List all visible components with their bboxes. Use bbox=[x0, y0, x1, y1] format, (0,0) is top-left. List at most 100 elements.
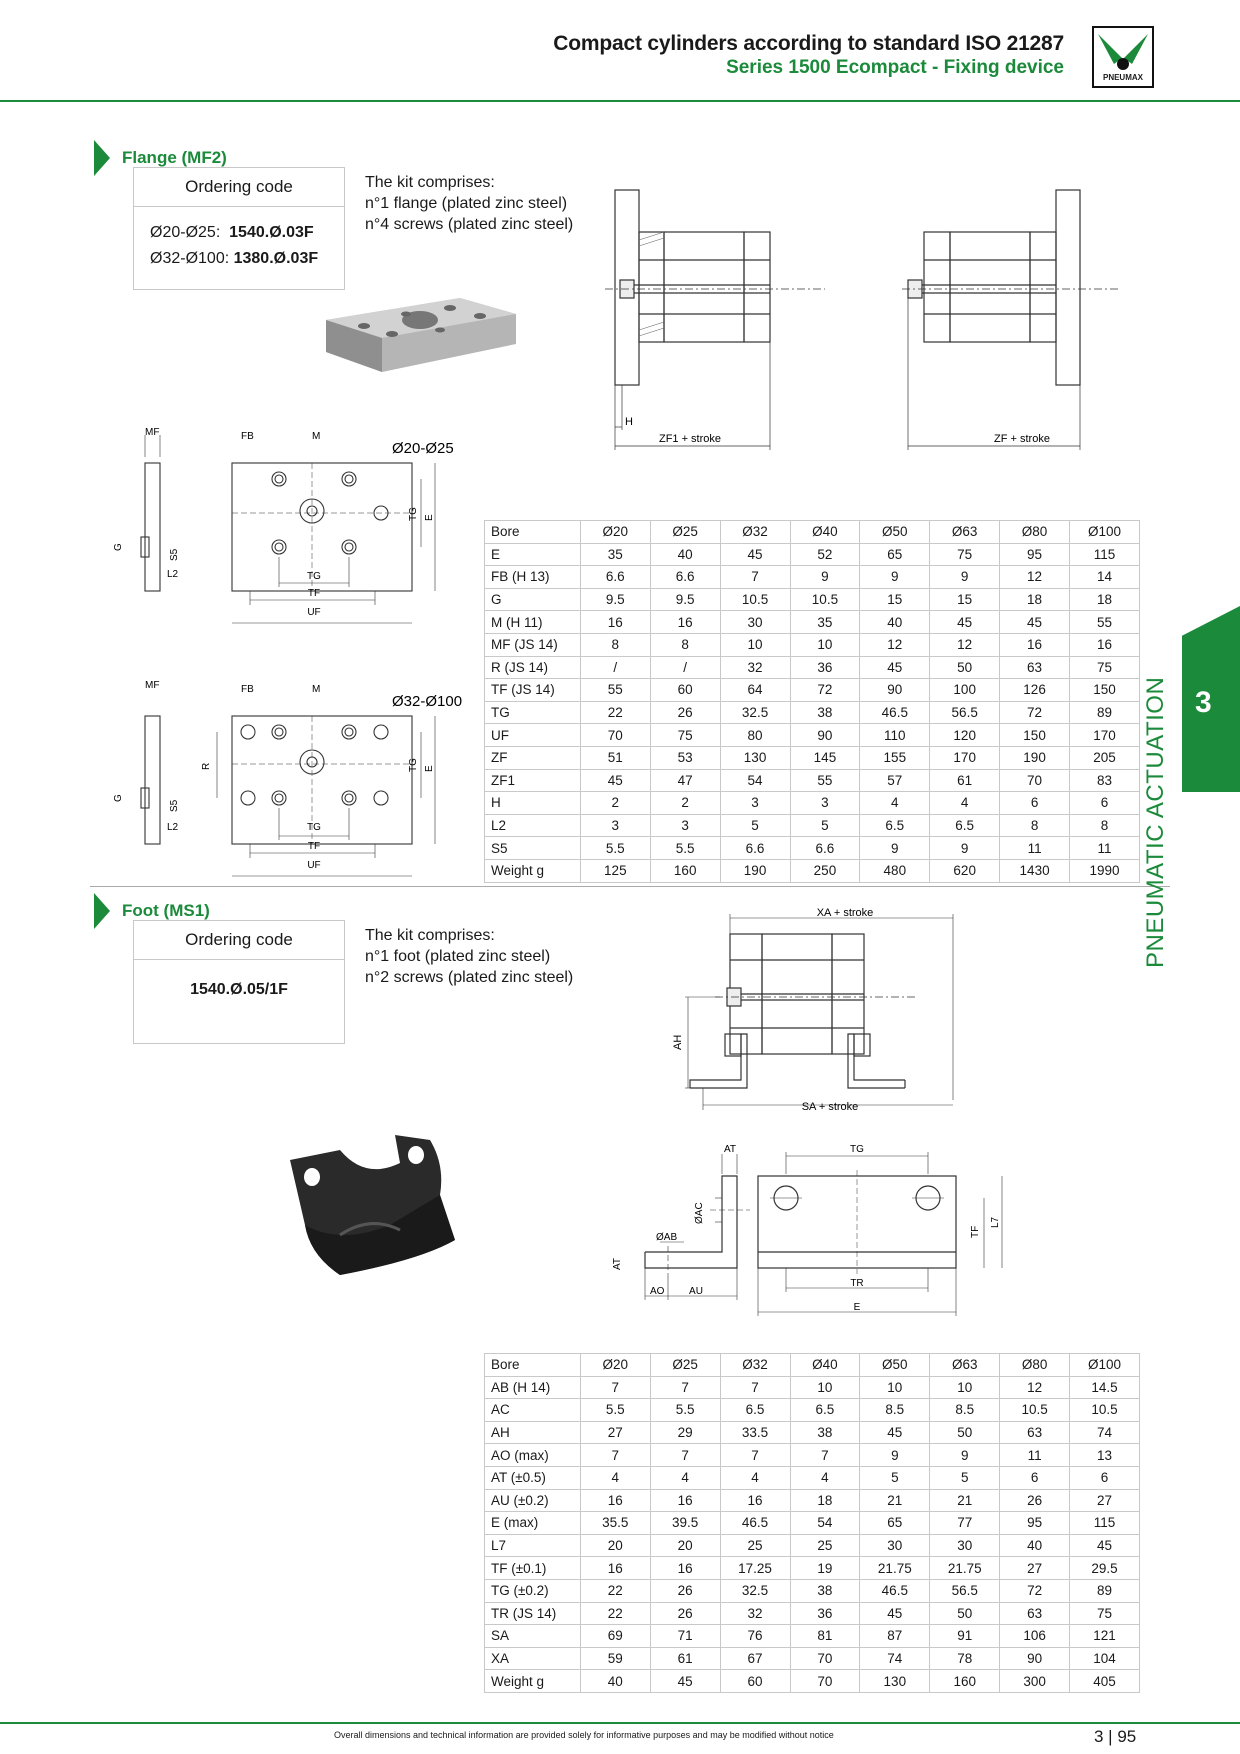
table-cell: 11 bbox=[999, 1443, 1071, 1467]
table-cell: 20 bbox=[579, 1533, 651, 1558]
table-cell: 9.5 bbox=[649, 587, 721, 612]
flange-drawing-d20-d25: MF FB M Ø20-Ø25 G S5 L2 TG TF UF TG E bbox=[113, 427, 454, 624]
table-cell: 59 bbox=[579, 1646, 651, 1671]
row-label: TF (±0.1) bbox=[484, 1556, 581, 1580]
table-cell: 8.5 bbox=[929, 1398, 1001, 1422]
page-title: Compact cylinders according to standard … bbox=[553, 32, 1064, 55]
row-label: H bbox=[484, 791, 581, 815]
table-cell: 15 bbox=[859, 587, 931, 612]
table-cell: 6.6 bbox=[649, 565, 721, 589]
table-cell: 10.5 bbox=[1069, 1398, 1140, 1422]
table-cell: 75 bbox=[1069, 655, 1140, 680]
table-cell: 21.75 bbox=[859, 1556, 931, 1580]
table-cell: 71 bbox=[649, 1624, 721, 1648]
l7-label: L7 bbox=[990, 1216, 1001, 1228]
table-cell: 14 bbox=[1069, 565, 1140, 589]
table-cell: 63 bbox=[999, 1601, 1071, 1626]
table-cell: 10.5 bbox=[789, 587, 861, 612]
table-cell: 6.6 bbox=[719, 836, 791, 860]
table-cell: 18 bbox=[999, 587, 1071, 612]
flange-drawing-d32-d100: MF FB M Ø32-Ø100 G S5 L2 R TG TF UF TG E bbox=[113, 680, 462, 877]
mf-label: MF bbox=[145, 427, 159, 438]
table-cell: 64 bbox=[719, 678, 791, 702]
m-label: M bbox=[312, 431, 320, 442]
table-cell: 56.5 bbox=[929, 1578, 1001, 1603]
table-cell: 9 bbox=[859, 1443, 931, 1467]
table-cell: 56.5 bbox=[929, 700, 1001, 725]
row-label: MF (JS 14) bbox=[484, 632, 581, 657]
table-cell: 45 bbox=[859, 1601, 931, 1626]
table-cell: 60 bbox=[719, 1669, 791, 1693]
flange-photo bbox=[326, 298, 516, 372]
code-value: 1380.Ø.03F bbox=[233, 250, 319, 267]
table-cell: 120 bbox=[929, 723, 1001, 747]
table-cell: 155 bbox=[859, 745, 931, 770]
table-cell: 110 bbox=[859, 723, 931, 747]
table-cell: 30 bbox=[859, 1533, 931, 1558]
table-cell: 4 bbox=[579, 1465, 651, 1490]
table-cell: 3 bbox=[719, 791, 791, 815]
table-cell: 54 bbox=[719, 768, 791, 793]
row-label: FB (H 13) bbox=[484, 565, 581, 589]
code-range: Ø20-Ø25: bbox=[150, 224, 221, 241]
table-cell: 104 bbox=[1069, 1646, 1140, 1671]
table-cell: 5 bbox=[789, 813, 861, 838]
table-cell: 5.5 bbox=[649, 836, 721, 860]
table-cell: 70 bbox=[579, 723, 651, 747]
table-cell: 27 bbox=[999, 1556, 1071, 1580]
table-cell: 50 bbox=[929, 1420, 1001, 1445]
table-cell: 18 bbox=[1069, 587, 1140, 612]
table-cell: 70 bbox=[789, 1646, 861, 1671]
table-cell: 5 bbox=[859, 1465, 931, 1490]
table-cell: 6 bbox=[1069, 1465, 1140, 1490]
tf-label: TF bbox=[308, 588, 320, 599]
table-cell: Ø50 bbox=[859, 1353, 931, 1377]
table-cell: 30 bbox=[719, 610, 791, 634]
table-cell: 10.5 bbox=[719, 587, 791, 612]
table-cell: 81 bbox=[789, 1624, 861, 1648]
table-cell: 2 bbox=[579, 791, 651, 815]
g-label: G bbox=[113, 794, 124, 802]
e-label: E bbox=[424, 765, 435, 772]
zf-label: ZF + stroke bbox=[994, 433, 1050, 445]
table-cell: Ø32 bbox=[719, 1353, 791, 1377]
table-cell: 90 bbox=[789, 723, 861, 747]
s5-label: S5 bbox=[169, 548, 180, 561]
table-cell: 8 bbox=[1069, 813, 1140, 838]
table-cell: Ø20 bbox=[579, 520, 651, 544]
table-cell: 190 bbox=[999, 745, 1071, 770]
kit-line: The kit comprises: bbox=[365, 927, 495, 944]
table-cell: 14.5 bbox=[1069, 1375, 1140, 1400]
tr-label: TR bbox=[850, 1278, 863, 1289]
table-cell: 52 bbox=[789, 542, 861, 567]
table-cell: 17.25 bbox=[719, 1556, 791, 1580]
table-cell: 5.5 bbox=[579, 836, 651, 860]
table-cell: 9 bbox=[929, 836, 1001, 860]
chapter-label: PNEUMATIC ACTUATION bbox=[1142, 676, 1169, 968]
table-cell: 65 bbox=[859, 1511, 931, 1535]
row-label: TG bbox=[484, 700, 581, 725]
table-cell: 61 bbox=[929, 768, 1001, 793]
tg-label: TG bbox=[307, 822, 321, 833]
table-cell: 10 bbox=[789, 632, 861, 657]
table-cell: 63 bbox=[999, 655, 1071, 680]
table-cell: 3 bbox=[649, 813, 721, 838]
table-cell: 20 bbox=[649, 1533, 721, 1558]
tg-label: TG bbox=[307, 571, 321, 582]
row-label: Weight g bbox=[484, 858, 581, 883]
row-label: Bore bbox=[484, 520, 581, 544]
table-cell: 6.6 bbox=[789, 836, 861, 860]
table-cell: 4 bbox=[719, 1465, 791, 1490]
table-cell: Ø32 bbox=[719, 520, 791, 544]
table-cell: 7 bbox=[719, 565, 791, 589]
table-cell: 7 bbox=[649, 1375, 721, 1400]
table-cell: 83 bbox=[1069, 768, 1140, 793]
